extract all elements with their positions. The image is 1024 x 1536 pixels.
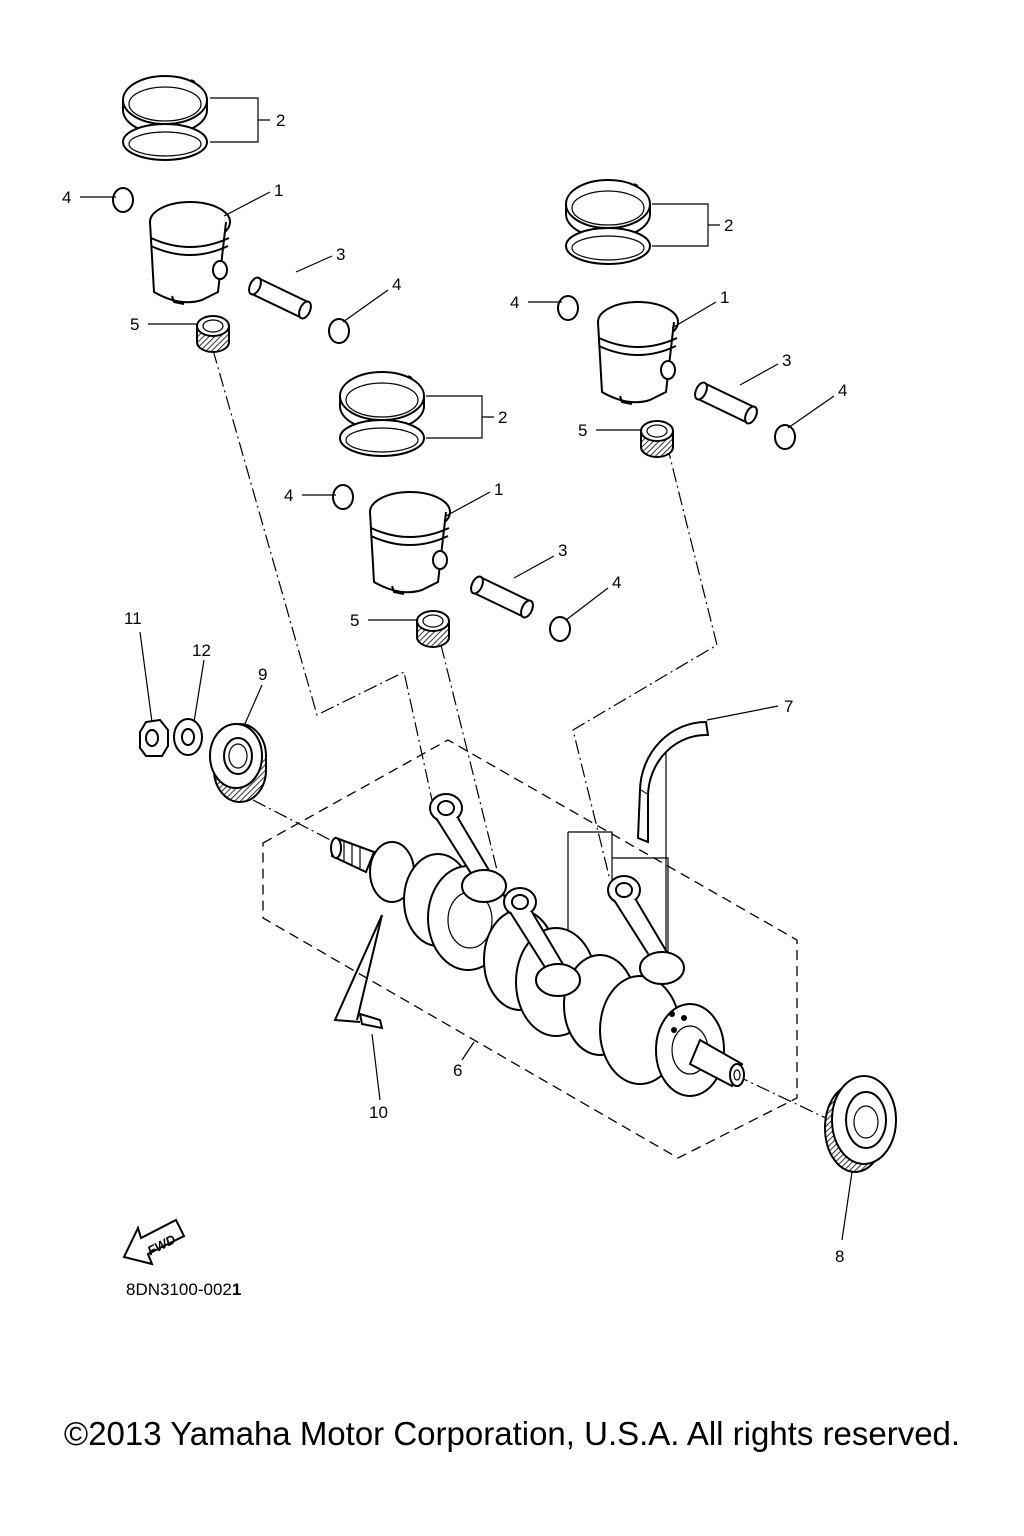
copyright-notice: ©2013 Yamaha Motor Corporation, U.S.A. A… bbox=[63, 1415, 961, 1452]
oil-seal-front bbox=[209, 723, 267, 803]
ring-set-3 bbox=[565, 179, 651, 265]
callout-2-upper-left: 2 bbox=[276, 111, 285, 130]
piston-pin-1 bbox=[245, 274, 315, 322]
crank-seal-ring bbox=[636, 720, 710, 844]
clip-2b bbox=[549, 616, 571, 642]
ring-set-2 bbox=[339, 371, 425, 457]
callout-5-upper-left: 5 bbox=[130, 315, 139, 334]
callout-1-upper-right: 1 bbox=[720, 288, 729, 307]
callout-4-upper-right-b: 4 bbox=[838, 381, 847, 400]
clip-1b bbox=[328, 318, 350, 344]
washer bbox=[173, 718, 203, 756]
leader-lines bbox=[80, 97, 853, 1241]
callout-10: 10 bbox=[369, 1103, 388, 1122]
piston-pin-3 bbox=[691, 379, 761, 427]
callout-4-middle-b: 4 bbox=[612, 573, 621, 592]
callout-3-upper-left: 3 bbox=[336, 245, 345, 264]
clip-3a bbox=[557, 295, 579, 321]
nut bbox=[139, 718, 169, 757]
callout-6: 6 bbox=[453, 1061, 462, 1080]
piston-pin-2 bbox=[467, 573, 537, 621]
fwd-arrow-icon: FWD bbox=[122, 1218, 186, 1266]
oil-seal-rear bbox=[824, 1075, 897, 1173]
piston-2 bbox=[369, 491, 451, 595]
callout-11: 11 bbox=[124, 609, 142, 628]
callout-1-middle: 1 bbox=[494, 480, 503, 499]
callout-2-middle: 2 bbox=[498, 408, 507, 427]
callout-1-upper-left: 1 bbox=[274, 181, 283, 200]
callout-2-upper-right: 2 bbox=[724, 216, 733, 235]
diagram-code: 8DN3100-0021 bbox=[126, 1280, 241, 1299]
bearing-1 bbox=[196, 315, 230, 353]
callout-12: 12 bbox=[192, 641, 211, 660]
callout-3-middle: 3 bbox=[558, 541, 567, 560]
callout-4-upper-right-a: 4 bbox=[510, 293, 519, 312]
callout-4-upper-left-a: 4 bbox=[62, 188, 71, 207]
clip-1a bbox=[112, 187, 134, 213]
piston-1 bbox=[149, 201, 231, 305]
piston-3 bbox=[597, 301, 679, 405]
ring-set-1 bbox=[122, 75, 208, 161]
callout-4-upper-left-b: 4 bbox=[392, 275, 401, 294]
callout-7: 7 bbox=[784, 697, 793, 716]
clip-3b bbox=[774, 424, 796, 450]
bearing-2 bbox=[416, 610, 450, 648]
callout-3-upper-right: 3 bbox=[782, 351, 791, 370]
callout-5-upper-right: 5 bbox=[578, 421, 587, 440]
callout-8: 8 bbox=[835, 1247, 844, 1266]
woodruff-key bbox=[358, 1012, 384, 1030]
clip-2a bbox=[332, 484, 354, 510]
callout-5-middle: 5 bbox=[350, 611, 359, 630]
bearing-3 bbox=[640, 420, 674, 458]
callout-4-middle-a: 4 bbox=[284, 486, 293, 505]
callout-9: 9 bbox=[258, 665, 267, 684]
